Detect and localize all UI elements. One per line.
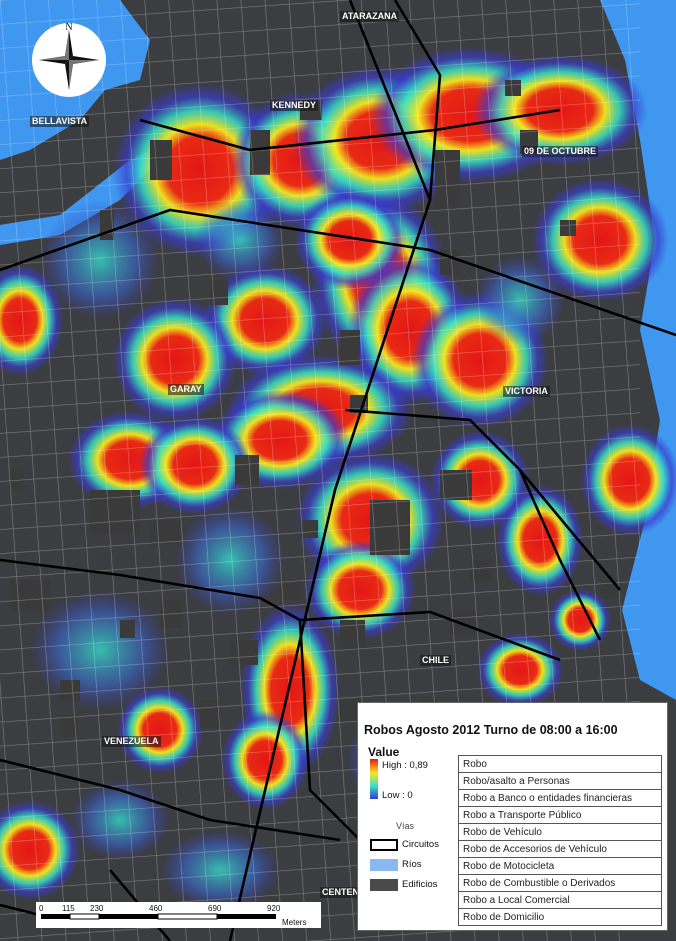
scale-bar: 0 115 230 460 690 920 Meters bbox=[36, 902, 321, 928]
district-label-bellavista: BELLAVISTA bbox=[30, 116, 90, 127]
legend-category: Robo/asalto a Personas bbox=[458, 772, 662, 790]
legend-vias-label: Vías bbox=[396, 821, 415, 831]
legend-color-ramp bbox=[370, 759, 378, 799]
scale-tick-label: 115 bbox=[62, 904, 75, 913]
legend-edificios-label: Edificios bbox=[402, 879, 438, 890]
legend-value-heading: Value bbox=[368, 745, 400, 759]
district-label-venezuela: VENEZUELA bbox=[102, 736, 161, 747]
legend-category: Robo bbox=[458, 755, 662, 773]
scale-tick-label: 690 bbox=[208, 904, 222, 913]
legend-category: Robo de Motocicleta bbox=[458, 857, 662, 875]
north-arrow-icon: N bbox=[32, 22, 106, 97]
district-label-kennedy: KENNEDY bbox=[270, 100, 319, 111]
district-label-garay: GARAY bbox=[168, 384, 204, 395]
district-label-atarazana: ATARAZANA bbox=[340, 11, 400, 22]
legend-rios-label: Ríos bbox=[402, 859, 422, 870]
legend-category: Robo de Accesorios de Vehículo bbox=[458, 840, 662, 858]
legend-category: Robo de Vehículo bbox=[458, 823, 662, 841]
legend-rios-swatch bbox=[370, 859, 398, 871]
legend-circuitos-label: Circuitos bbox=[402, 839, 439, 850]
district-label-09-de-octubre: 09 DE OCTUBRE bbox=[522, 146, 599, 157]
compass-north-label: N bbox=[65, 22, 72, 33]
legend-category: Robo de Domicilio bbox=[458, 908, 662, 926]
legend-low-label: Low : 0 bbox=[382, 790, 413, 801]
map-legend: Robos Agosto 2012 Turno de 08:00 a 16:00… bbox=[357, 702, 668, 931]
scale-unit-label: Meters bbox=[282, 918, 306, 927]
legend-edificios-swatch bbox=[370, 879, 398, 891]
legend-category: Robo a Transporte Público bbox=[458, 806, 662, 824]
district-label-centenario: CENTENA bbox=[320, 887, 368, 898]
scale-tick-label: 230 bbox=[90, 904, 104, 913]
legend-category: Robo a Local Comercial bbox=[458, 891, 662, 909]
legend-high-label: High : 0,89 bbox=[382, 760, 428, 771]
legend-category: Robo de Combustible o Derivados bbox=[458, 874, 662, 892]
scale-tick-label: 0 bbox=[39, 904, 44, 913]
legend-category-table: Robo Robo/asalto a Personas Robo a Banco… bbox=[458, 755, 662, 926]
district-label-victoria: VICTORIA bbox=[503, 386, 550, 397]
legend-circuitos-swatch bbox=[370, 839, 398, 851]
district-label-chile: CHILE bbox=[420, 655, 451, 666]
legend-title: Robos Agosto 2012 Turno de 08:00 a 16:00 bbox=[364, 723, 618, 737]
scale-tick-label: 920 bbox=[267, 904, 281, 913]
scale-tick-label: 460 bbox=[149, 904, 163, 913]
legend-category: Robo a Banco o entidades financieras bbox=[458, 789, 662, 807]
